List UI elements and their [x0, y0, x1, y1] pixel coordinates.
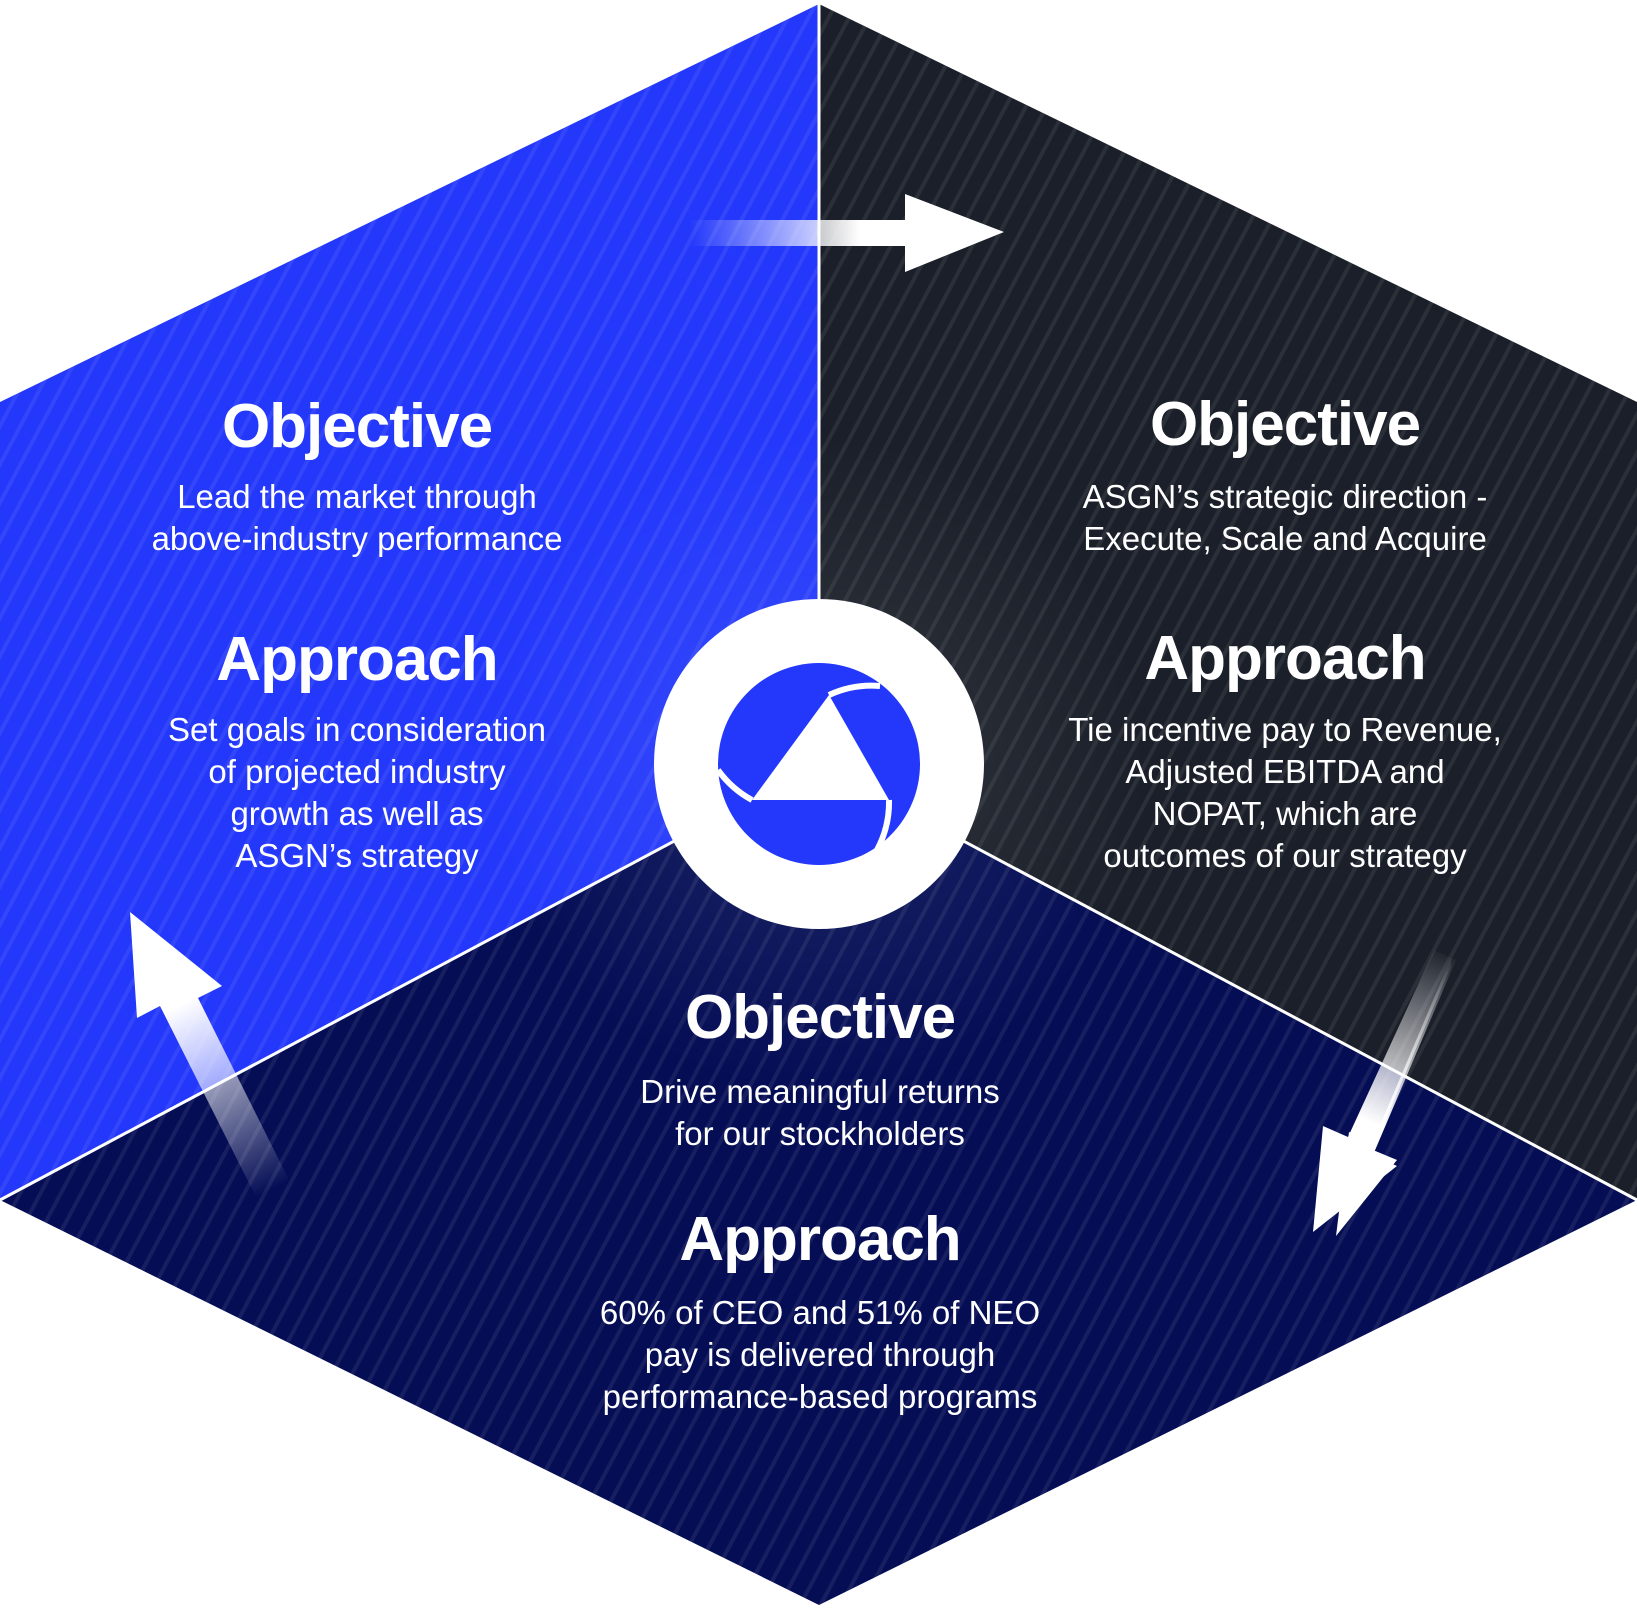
left-approach-text: Set goals in consideration of projected …: [168, 711, 546, 874]
left-approach-heading: Approach: [216, 625, 498, 694]
asgn-logo-icon: [654, 599, 984, 929]
right-approach-heading: Approach: [1144, 624, 1426, 693]
arrow-down-left-icon: [1313, 950, 1456, 1236]
bottom-approach-heading: Approach: [679, 1205, 961, 1274]
right-objective-text: ASGN’s strategic direction - Execute, Sc…: [1082, 478, 1488, 557]
arrow-right-icon: [690, 194, 1004, 272]
right-approach-text: Tie incentive pay to Revenue, Adjusted E…: [1068, 711, 1502, 874]
right-objective-heading: Objective: [1149, 390, 1421, 459]
bottom-objective-text: Drive meaningful returns for our stockho…: [640, 1073, 1000, 1152]
arrow-up-left-icon: [130, 912, 289, 1197]
bottom-objective-heading: Objective: [684, 983, 956, 1052]
left-objective-heading: Objective: [221, 392, 493, 461]
left-objective-text: Lead the market through above-industry p…: [151, 478, 563, 557]
bottom-approach-text: 60% of CEO and 51% of NEO pay is deliver…: [599, 1294, 1041, 1415]
